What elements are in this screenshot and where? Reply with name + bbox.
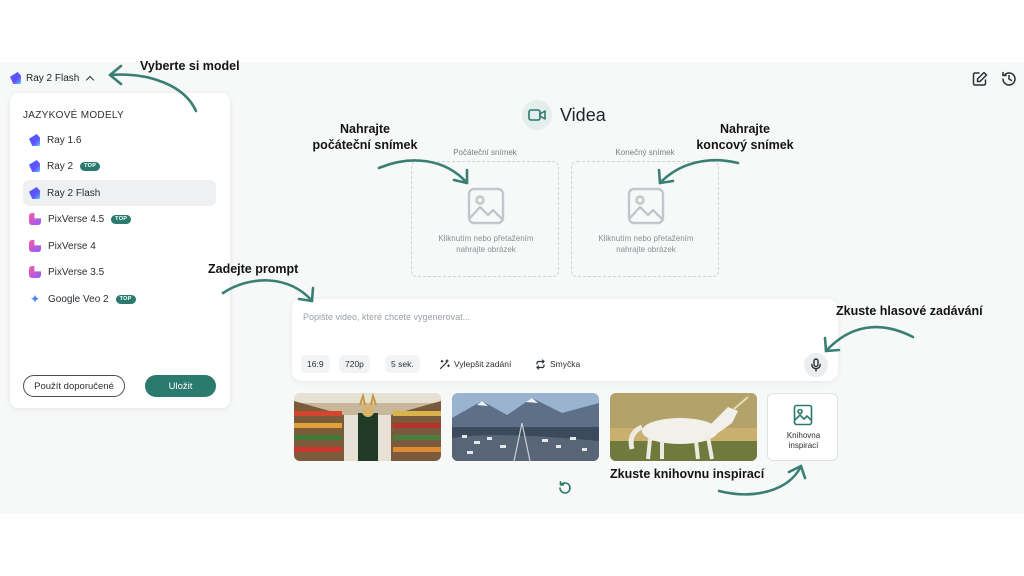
library-label-line: inspirací	[788, 441, 819, 450]
model-item-label: Ray 1.6	[47, 134, 82, 146]
annotation-upload-end: Nahrajte koncový snímek	[680, 121, 810, 153]
model-item-label: PixVerse 3.5	[48, 266, 105, 278]
prompt-box: 16:9 720p 5 sek. Vylepšit zadání Smyčka	[292, 299, 838, 381]
annotation-try-voice: Zkuste hlasové zadávání	[836, 304, 983, 318]
annotation-upload-start: Nahrajte počáteční snímek	[300, 121, 430, 153]
library-label-line: Knihovna	[786, 431, 821, 440]
aspect-ratio-chip[interactable]: 16:9	[301, 355, 330, 373]
hint-line: Kliknutím nebo přetažením	[598, 234, 694, 243]
annotation-line: Nahrajte	[719, 122, 771, 136]
panel-title: JAZYKOVÉ MODELY	[23, 110, 125, 121]
use-recommended-button[interactable]: Použít doporučené	[23, 375, 125, 397]
veo-logo-icon: ✦	[29, 292, 41, 306]
page-title: Videa	[560, 104, 606, 125]
resolution-chip[interactable]: 720p	[339, 355, 370, 373]
hint-line: Kliknutím nebo přetažením	[438, 234, 534, 243]
save-button[interactable]: Uložit	[145, 375, 216, 397]
model-item-ray-2[interactable]: Ray 2 TOP	[23, 153, 216, 179]
chip-label: 16:9	[307, 359, 324, 369]
duration-chip[interactable]: 5 sek.	[385, 355, 420, 373]
loop-icon	[536, 358, 545, 370]
annotation-try-library: Zkuste knihovnu inspirací	[610, 467, 765, 481]
pixverse-logo-icon	[29, 213, 41, 225]
image-icon	[627, 187, 665, 225]
top-badge: TOP	[111, 214, 132, 224]
mountain-town-image	[452, 393, 599, 461]
annotation-line: počáteční snímek	[312, 138, 418, 152]
library-icon	[793, 404, 813, 426]
inspiration-thumbnail-supermarket[interactable]	[294, 393, 441, 461]
annotation-line: koncový snímek	[696, 138, 794, 152]
model-item-google-veo-2[interactable]: ✦ Google Veo 2 TOP	[23, 286, 216, 312]
annotation-choose-model: Vyberte si model	[140, 59, 240, 73]
loop-toggle[interactable]: Smyčka	[533, 355, 582, 373]
model-selector-label: Ray 2 Flash	[26, 72, 80, 84]
model-item-ray-1-6[interactable]: Ray 1.6	[23, 127, 216, 153]
top-badge: TOP	[115, 294, 136, 304]
model-selector-button[interactable]: Ray 2 Flash	[10, 68, 95, 88]
refresh-icon[interactable]	[557, 480, 573, 496]
ray-logo-icon	[29, 134, 40, 146]
end-frame-label: Konečný snímek	[615, 148, 675, 157]
page-header: Videa	[522, 100, 606, 130]
supermarket-image	[294, 393, 441, 461]
model-item-pixverse-4[interactable]: PixVerse 4	[23, 233, 216, 259]
chip-label: Vylepšit zadání	[454, 359, 512, 369]
chip-label: Smyčka	[550, 359, 581, 369]
library-label: Knihovna inspirací	[768, 431, 839, 451]
pixverse-logo-icon	[29, 266, 41, 278]
ray-logo-icon	[10, 72, 21, 84]
image-icon	[467, 187, 505, 225]
inspiration-thumbnail-unicorn[interactable]	[610, 393, 757, 461]
start-frame-dropzone[interactable]: Kliknutím nebo přetažením nahrajte obráz…	[411, 161, 559, 277]
model-item-label: Ray 2	[47, 160, 74, 172]
chip-label: 5 sek.	[391, 359, 414, 369]
hint-line: nahrajte obrázek	[616, 245, 676, 254]
microphone-icon	[811, 358, 821, 372]
model-item-label: Google Veo 2	[48, 293, 109, 305]
pixverse-logo-icon	[29, 240, 41, 252]
annotation-enter-prompt: Zadejte prompt	[208, 262, 299, 276]
model-item-pixverse-3-5[interactable]: PixVerse 3.5	[23, 259, 216, 285]
annotation-line: Nahrajte	[339, 122, 391, 136]
model-item-label: Ray 2 Flash	[47, 187, 101, 199]
hint-line: nahrajte obrázek	[456, 245, 516, 254]
top-badge: TOP	[80, 161, 101, 171]
model-item-label: PixVerse 4.5	[48, 213, 105, 225]
ray-logo-icon	[29, 187, 40, 199]
end-frame-hint: Kliknutím nebo přetažením nahrajte obráz…	[572, 233, 720, 255]
inspiration-library-button[interactable]: Knihovna inspirací	[767, 393, 838, 461]
model-item-pixverse-4-5[interactable]: PixVerse 4.5 TOP	[23, 206, 216, 232]
edit-icon[interactable]	[971, 70, 989, 88]
chip-label: 720p	[345, 359, 364, 369]
ray-logo-icon	[29, 160, 40, 172]
inspiration-thumbnail-mountain-town[interactable]	[452, 393, 599, 461]
prompt-input[interactable]	[303, 308, 783, 326]
chevron-up-icon	[86, 75, 95, 84]
magic-wand-icon	[439, 358, 450, 369]
start-frame-hint: Kliknutím nebo přetažením nahrajte obráz…	[412, 233, 560, 255]
history-icon[interactable]	[1000, 70, 1018, 88]
start-frame-label: Počáteční snímek	[453, 148, 517, 157]
unicorn-image	[610, 393, 757, 461]
microphone-button[interactable]	[804, 353, 828, 377]
model-item-label: PixVerse 4	[48, 240, 96, 252]
video-camera-icon	[522, 100, 552, 130]
end-frame-dropzone[interactable]: Kliknutím nebo přetažením nahrajte obráz…	[571, 161, 719, 277]
enhance-prompt-button[interactable]: Vylepšit zadání	[437, 355, 513, 373]
model-dropdown-panel: JAZYKOVÉ MODELY Ray 1.6 Ray 2 TOP Ray 2 …	[10, 93, 230, 408]
model-item-ray-2-flash[interactable]: Ray 2 Flash	[23, 180, 216, 206]
